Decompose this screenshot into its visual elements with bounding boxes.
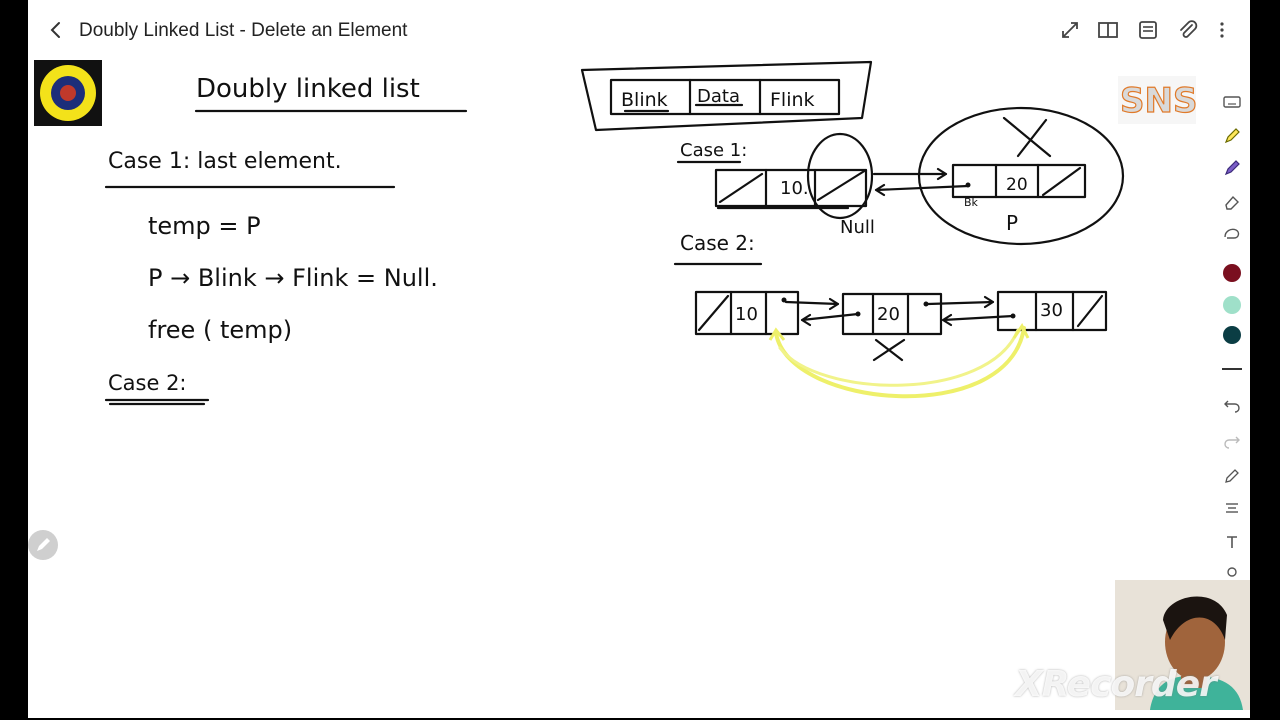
text-tool-icon[interactable] <box>1222 532 1242 552</box>
case1-heading: Case 1: last element. <box>108 149 342 174</box>
top-bar: Doubly Linked List - Delete an Element <box>28 0 1250 58</box>
note-canvas[interactable]: Doubly linked list Case 1: last element.… <box>28 58 1213 718</box>
college-logo <box>34 60 102 126</box>
undo-icon[interactable] <box>1222 394 1242 414</box>
note-heading: Doubly linked list <box>196 74 420 104</box>
redo-icon[interactable] <box>1222 430 1242 450</box>
case2-node3-value: 30 <box>1040 300 1063 321</box>
field-flink: Flink <box>770 89 815 111</box>
color-swatch-teal[interactable] <box>1223 326 1241 344</box>
toolbar-divider <box>1222 368 1242 370</box>
code-line-2: P → Blink → Flink = Null. <box>148 264 438 292</box>
attach-icon[interactable] <box>1176 18 1200 42</box>
app-window: Doubly Linked List - Delete an Element <box>28 0 1250 718</box>
case2-node2-value: 20 <box>877 304 900 325</box>
svg-text:SNS: SNS <box>1120 81 1197 121</box>
back-arrow-icon[interactable] <box>44 18 68 42</box>
recorder-watermark: XRecorder <box>1015 664 1217 705</box>
case1-p-label: P <box>1006 211 1018 235</box>
field-blink: Blink <box>621 89 668 111</box>
color-swatch-mint[interactable] <box>1223 296 1241 314</box>
case1-node2-value: 20 <box>1006 175 1028 195</box>
case1-node1-value: 10. <box>780 178 809 199</box>
case2-heading: Case 2: <box>108 371 187 395</box>
case2-node1-value: 10 <box>735 304 758 325</box>
book-view-icon[interactable] <box>1096 18 1120 42</box>
text-format-icon[interactable] <box>1222 498 1242 518</box>
document-title: Doubly Linked List - Delete an Element <box>79 20 408 41</box>
edit-pen-icon[interactable] <box>1222 466 1242 486</box>
pen-icon[interactable] <box>1222 126 1242 146</box>
case1-bk-label: Bk <box>964 196 979 209</box>
case1-null-label: Null <box>840 217 875 238</box>
case1-diagram: Case 1: 10. Null 20 Bk P <box>676 106 1125 246</box>
lasso-icon[interactable] <box>1222 224 1242 244</box>
expand-icon[interactable] <box>1058 18 1082 42</box>
color-swatch-maroon[interactable] <box>1223 264 1241 282</box>
webcam-overlay <box>1115 580 1250 710</box>
code-line-1: temp = P <box>148 212 261 240</box>
keyboard-icon[interactable] <box>1222 92 1242 112</box>
text-view-icon[interactable] <box>1136 18 1160 42</box>
case2-diagram-label: Case 2: <box>680 231 755 255</box>
sns-logo: SNS <box>1118 76 1198 124</box>
pencil-bubble-icon[interactable] <box>28 530 58 560</box>
code-line-3: free ( temp) <box>148 316 292 344</box>
case2-diagram: Case 2: 10 20 30 <box>673 231 1108 399</box>
highlighter-icon[interactable] <box>1222 158 1242 178</box>
eraser-icon[interactable] <box>1222 192 1242 212</box>
right-toolbar <box>1213 58 1250 658</box>
node-structure-diagram: Blink Data Flink <box>580 60 873 132</box>
field-data: Data <box>697 86 740 107</box>
more-options-icon[interactable] <box>1210 18 1234 42</box>
case1-diagram-label: Case 1: <box>680 140 747 161</box>
